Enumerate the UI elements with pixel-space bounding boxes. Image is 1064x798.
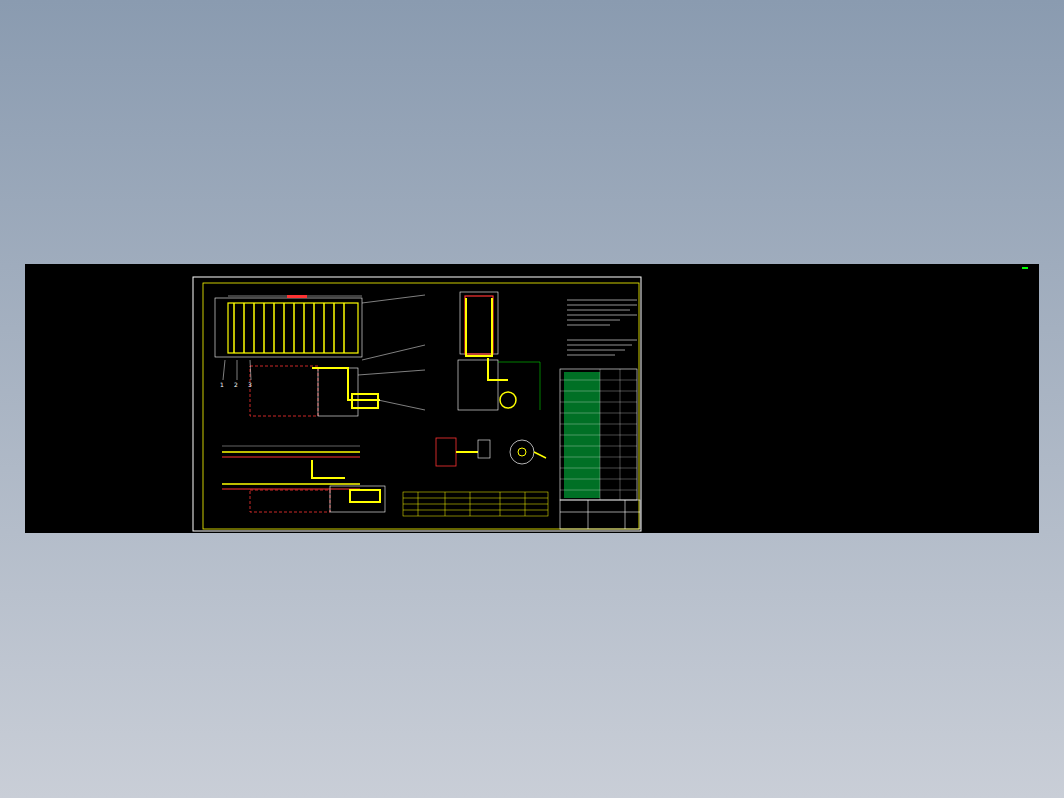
plan-view [215, 295, 425, 416]
title-block [560, 500, 640, 529]
callout-number: 2 [234, 381, 238, 388]
sheet-border [193, 277, 641, 531]
ucs-mark [1022, 267, 1028, 269]
parts-list [560, 369, 637, 500]
model-space [25, 264, 1039, 533]
inner-border [203, 283, 639, 529]
callout-number: 1 [220, 381, 224, 388]
detail-views [436, 438, 546, 466]
equipment-table [403, 492, 548, 516]
notes [567, 300, 637, 355]
callout-number: 3 [248, 381, 252, 388]
elevation-view [222, 446, 385, 512]
section-view [458, 292, 540, 410]
